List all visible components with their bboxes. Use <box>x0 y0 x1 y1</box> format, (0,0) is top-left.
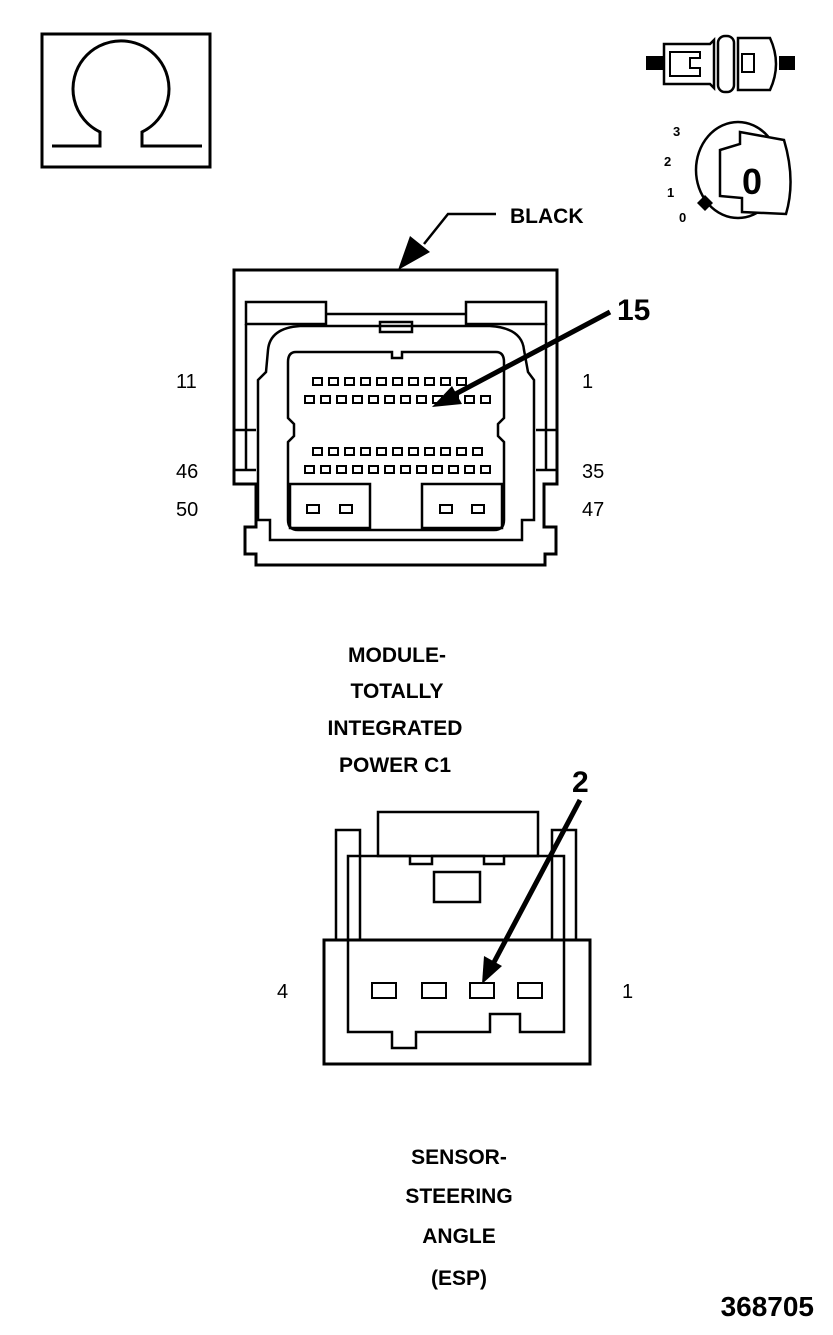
connector-c1-caption: MODULE- TOTALLY INTEGRATED POWER C1 <box>328 644 463 777</box>
figure-id: 368705 <box>721 1291 814 1322</box>
ignition-position-1: 1 <box>667 185 674 200</box>
pin-label-4: 4 <box>277 981 288 1003</box>
caption-line: ANGLE <box>422 1225 496 1248</box>
connector-sensor-caption: SENSOR- STEERING ANGLE (ESP) <box>405 1146 512 1290</box>
disconnected-connector-icon <box>646 34 795 94</box>
caption-line: STEERING <box>405 1185 512 1208</box>
connector-c1: BLACK <box>176 205 650 567</box>
caption-line: POWER C1 <box>339 754 451 777</box>
cavity-row-1 <box>312 377 467 386</box>
ignition-position-2: 2 <box>664 154 671 169</box>
caption-line: MODULE- <box>348 644 446 667</box>
connector-color-label: BLACK <box>510 205 584 228</box>
callout-pin-2: 2 <box>572 766 589 799</box>
pin-label-50: 50 <box>176 499 198 521</box>
ignition-position-0: 0 <box>679 210 686 225</box>
caption-line: TOTALLY <box>351 680 444 703</box>
ignition-key-position: 0 <box>742 161 762 202</box>
callout-pin-15: 15 <box>617 294 650 327</box>
power-cavity-left <box>288 482 372 530</box>
ignition-position-3: 3 <box>673 124 680 139</box>
ohmmeter-icon <box>40 32 212 169</box>
ignition-key-icon: 3 2 1 0 0 <box>664 120 792 225</box>
caption-line: INTEGRATED <box>328 717 463 740</box>
caption-line: SENSOR- <box>411 1146 507 1169</box>
sensor-cavities <box>371 982 543 999</box>
pin-label-1: 1 <box>582 371 593 393</box>
cavity-row-3 <box>312 447 483 456</box>
pin-label-46: 46 <box>176 461 198 483</box>
power-cavity-right <box>420 482 504 530</box>
pin-label-47: 47 <box>582 499 604 521</box>
cavity-row-2 <box>304 395 491 404</box>
pin-label-1: 1 <box>622 981 633 1003</box>
pin-label-35: 35 <box>582 461 604 483</box>
pin-label-11: 11 <box>176 371 197 393</box>
cavity-row-4 <box>304 465 491 474</box>
caption-line: (ESP) <box>431 1267 487 1290</box>
connector-sensor: 2 4 1 <box>277 766 633 1066</box>
